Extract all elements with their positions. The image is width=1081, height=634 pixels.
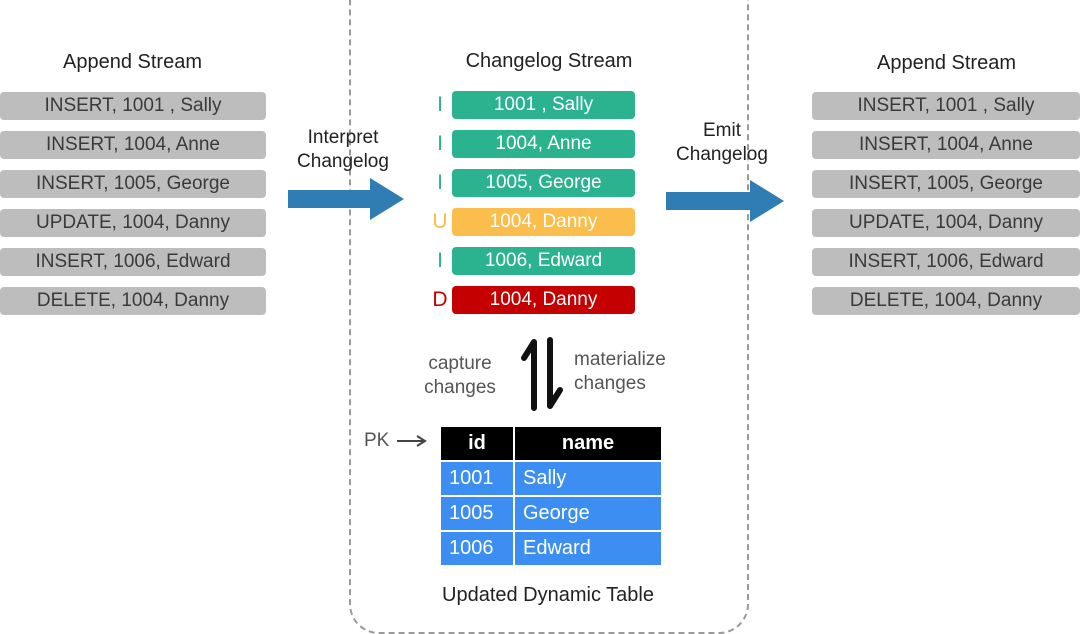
- left-stream-title: Append Stream: [63, 51, 202, 73]
- table-caption: Updated Dynamic Table: [442, 584, 654, 606]
- stream-row: DELETE, 1004, Danny: [812, 287, 1080, 315]
- pk-arrow-icon: [396, 435, 427, 447]
- materialize-label: materialize changes: [574, 348, 690, 396]
- stream-row: INSERT, 1006, Edward: [812, 248, 1080, 276]
- changelog-row: I 1006, Edward: [430, 247, 640, 275]
- changelog-value: 1004, Danny: [452, 286, 635, 314]
- changelog-value: 1004, Anne: [452, 130, 635, 158]
- changelog-value: 1006, Edward: [452, 247, 635, 275]
- capture-label: capture changes: [410, 352, 510, 400]
- interpret-arrow: [288, 178, 404, 220]
- interpret-label-line2: Changelog: [297, 151, 389, 172]
- right-stream-title: Append Stream: [877, 52, 1016, 74]
- emit-label-line1: Emit: [703, 120, 741, 141]
- changelog-op: I: [437, 249, 443, 272]
- stream-row: INSERT, 1005, George: [0, 170, 266, 198]
- cell-name: George: [513, 495, 663, 532]
- cell-id: 1005: [439, 495, 515, 532]
- stream-row: INSERT, 1001 , Sally: [812, 92, 1080, 120]
- interpret-label-line1: Interpret: [307, 127, 379, 148]
- capture-label-line1: capture: [428, 353, 492, 374]
- pk-label: PK: [364, 430, 429, 452]
- header-name: name: [513, 425, 663, 462]
- emit-arrow-shape: [666, 180, 784, 222]
- emit-label: Emit Changelog: [666, 119, 778, 167]
- capture-label-line2: changes: [424, 377, 496, 398]
- header-id: id: [439, 425, 515, 462]
- down-arrow: [547, 337, 563, 409]
- changelog-value: 1001 , Sally: [452, 91, 635, 119]
- up-arrow: [521, 339, 537, 411]
- changelog-op: U: [432, 210, 448, 233]
- changelog-row: I 1005, George: [430, 169, 640, 197]
- stream-row: UPDATE, 1004, Danny: [0, 209, 266, 237]
- stream-row: DELETE, 1004, Danny: [0, 287, 266, 315]
- interpret-label: Interpret Changelog: [286, 126, 400, 174]
- emit-arrow: [666, 180, 784, 222]
- pk-arrow-line: [396, 435, 427, 447]
- pk-label-text: PK: [364, 430, 390, 451]
- changelog-row: I 1001 , Sally: [430, 91, 640, 119]
- stream-row: INSERT, 1006, Edward: [0, 248, 266, 276]
- changelog-op: I: [437, 171, 443, 194]
- stream-row: INSERT, 1004, Anne: [0, 131, 266, 159]
- stream-row: UPDATE, 1004, Danny: [812, 209, 1080, 237]
- cell-name: Sally: [513, 460, 663, 497]
- changelog-op: D: [432, 288, 448, 311]
- changelog-value: 1005, George: [452, 169, 635, 197]
- cell-id: 1006: [439, 530, 515, 567]
- changelog-op: I: [437, 93, 443, 116]
- up-down-arrows-icon: [521, 337, 563, 411]
- changelog-op: I: [437, 132, 443, 155]
- cell-name: Edward: [513, 530, 663, 567]
- stream-row: INSERT, 1005, George: [812, 170, 1080, 198]
- stream-row: INSERT, 1001 , Sally: [0, 92, 266, 120]
- interpret-arrow-shape: [288, 178, 404, 220]
- materialize-label-line1: materialize: [574, 349, 666, 370]
- changelog-value: 1004, Danny: [452, 208, 635, 236]
- changelog-row: I 1004, Anne: [430, 130, 640, 158]
- stream-row: INSERT, 1004, Anne: [812, 131, 1080, 159]
- cell-id: 1001: [439, 460, 515, 497]
- changelog-title: Changelog Stream: [465, 50, 633, 72]
- table-header-row: id name: [439, 425, 663, 462]
- materialize-label-line2: changes: [574, 373, 646, 394]
- emit-label-line2: Changelog: [676, 144, 768, 165]
